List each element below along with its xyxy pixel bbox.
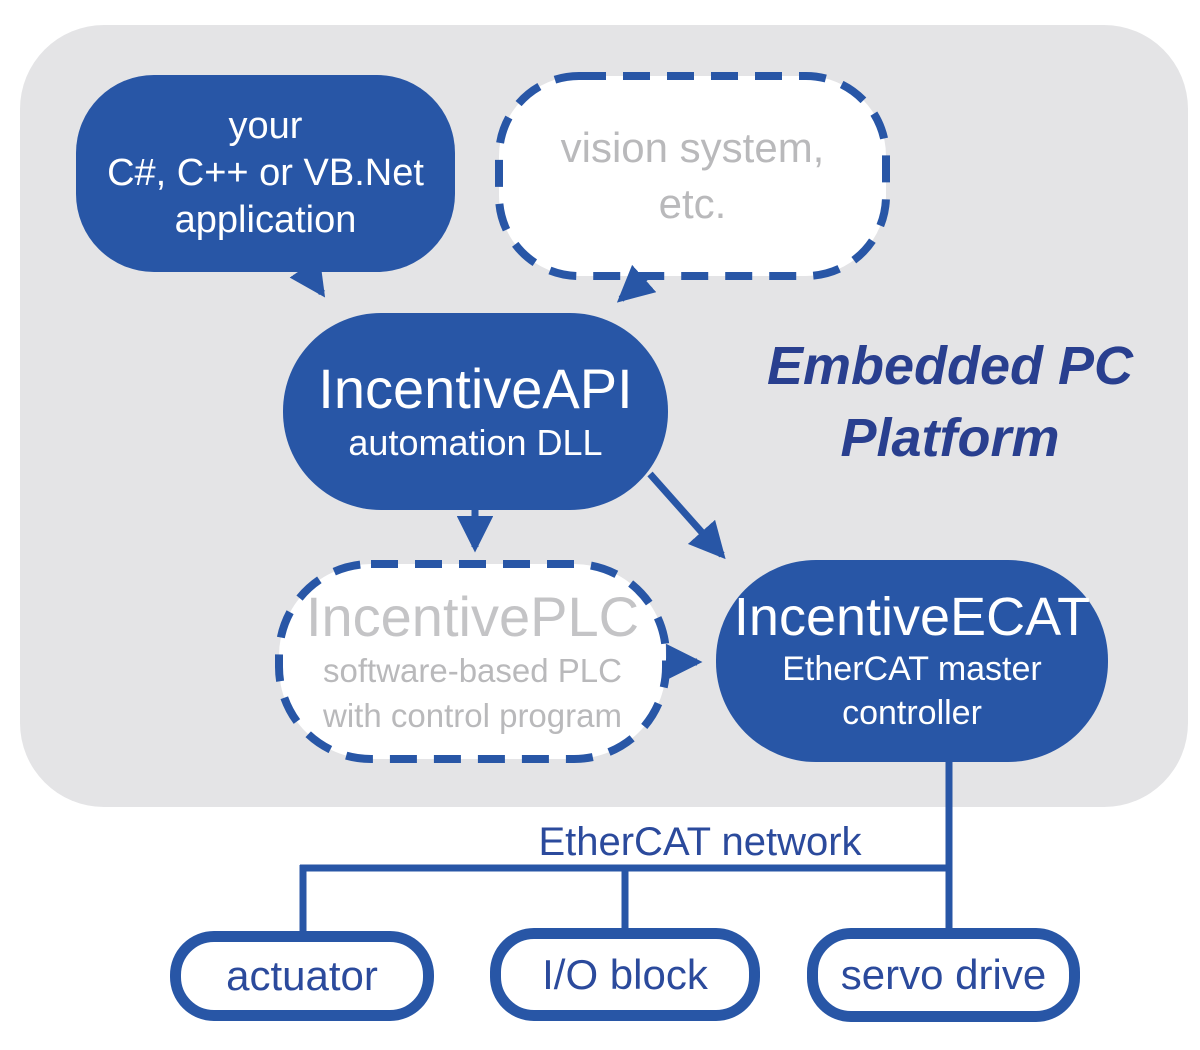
platform-title-line-1: Embedded PC [766,336,1134,396]
application-line-1: your [228,105,303,147]
device-actuator: actuator [170,931,434,1021]
node-vision-system: vision system, etc. [495,72,890,280]
device-servo-drive: servo drive [807,928,1080,1022]
vision-line-2: etc. [658,180,727,227]
plc-subtitle-line-1: software-based PLC [323,651,622,689]
api-title: IncentiveAPI [318,356,633,420]
application-line-2: C#, C++ or VB.Net [107,152,424,194]
ethercat-network-label: EtherCAT network [538,820,862,864]
device-io-block: I/O block [490,928,760,1021]
node-incentive-ecat: IncentiveECAT EtherCAT master controller [716,560,1108,762]
ecat-subtitle-line-1: EtherCAT master [782,650,1042,688]
api-subtitle: automation DLL [348,421,603,463]
node-incentive-api: IncentiveAPI automation DLL [283,313,668,510]
node-incentive-plc: IncentivePLC software-based PLC with con… [275,560,670,763]
platform-title: Embedded PC Platform [740,330,1160,474]
ecat-title: IncentiveECAT [733,587,1091,647]
plc-title: IncentivePLC [305,584,640,648]
platform-title-line-2: Platform [840,408,1060,468]
node-application: your C#, C++ or VB.Net application [76,75,455,272]
ecat-subtitle-line-2: controller [842,694,982,732]
vision-line-1: vision system, [560,124,825,171]
plc-subtitle-line-2: with control program [323,696,622,734]
application-line-3: application [174,199,357,241]
